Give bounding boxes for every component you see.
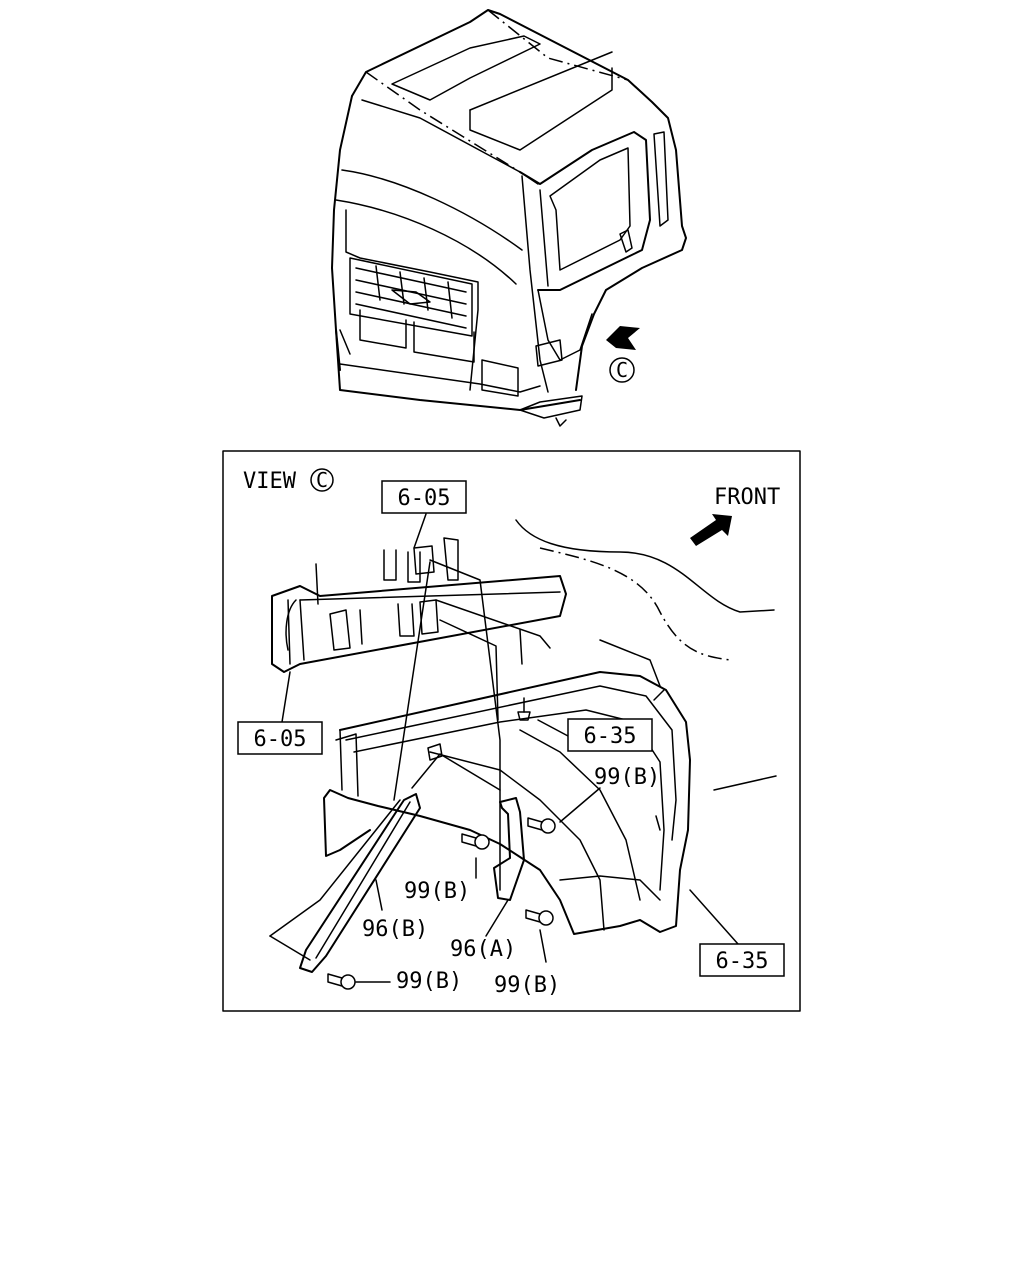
view-direction-arrow-icon <box>606 326 640 350</box>
bolt-icon <box>461 833 490 850</box>
bolt-icon-group <box>327 697 556 990</box>
callout-6-05-top: 6-05 <box>398 486 451 511</box>
leader-lines <box>269 513 739 983</box>
bolt-icon <box>527 817 556 834</box>
callout-box <box>381 480 467 514</box>
callout-96b: 96(B) <box>362 917 428 942</box>
callout-box <box>699 943 785 977</box>
bracket-6-05-assembly <box>271 537 567 673</box>
front-label: FRONT <box>714 485 780 510</box>
callout-box <box>237 721 323 755</box>
truck-cab-illustration: C <box>331 9 687 427</box>
bolt-icon <box>327 973 356 990</box>
view-marker-circle-icon <box>609 357 635 383</box>
view-title: VIEW <box>243 469 297 494</box>
cab-body-phantom-lines <box>515 519 777 791</box>
callout-6-05-left: 6-05 <box>254 727 307 752</box>
callout-6-35-lower: 6-35 <box>716 949 769 974</box>
callout-96a: 96(A) <box>450 937 516 962</box>
callout-6-35-upper: 6-35 <box>584 724 637 749</box>
view-title-marker: C <box>316 468 328 492</box>
callout-99b-bottom-right: 99(B) <box>494 973 560 998</box>
front-arrow-icon <box>690 514 732 546</box>
stay-96-a <box>493 797 525 901</box>
callout-box <box>567 718 653 752</box>
clip-icon <box>517 697 531 721</box>
view-title-marker-circle-icon <box>310 468 334 492</box>
arrow-view-marker: C <box>616 358 628 382</box>
detail-view-frame <box>222 450 801 1012</box>
callout-99b-center: 99(B) <box>404 879 470 904</box>
callout-99b-bottom-left: 99(B) <box>396 969 462 994</box>
stay-96-b <box>299 793 421 973</box>
callout-99b-upper-right: 99(B) <box>594 765 660 790</box>
bolt-icon <box>525 909 554 926</box>
